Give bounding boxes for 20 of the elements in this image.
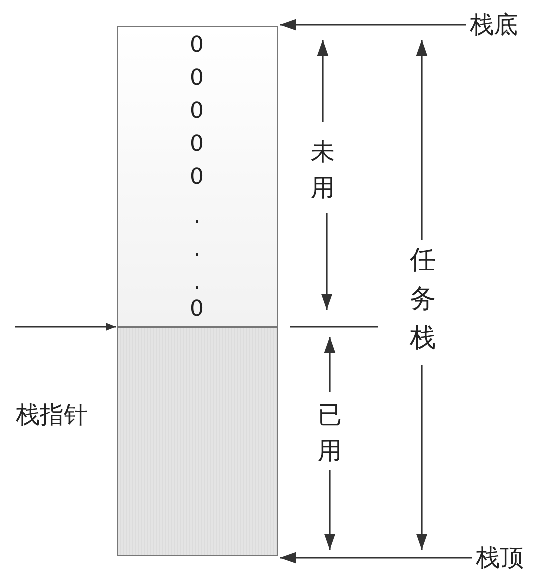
ellipsis-dot: . (194, 206, 200, 226)
zero-value: 0 (190, 299, 204, 321)
arrow (15, 323, 116, 331)
zero-value: 0 (190, 101, 204, 123)
zero-value: 0 (190, 35, 204, 57)
zero-value: 0 (190, 68, 204, 90)
stack-bottom-label: 栈底 (470, 10, 526, 40)
unused-label: 未用 (311, 137, 335, 204)
zero-value: 0 (190, 167, 204, 189)
stack-top-label: 栈顶 (476, 543, 532, 573)
unused-stack-region (117, 26, 278, 327)
arrow (280, 552, 472, 564)
ellipsis-dot: . (194, 239, 200, 259)
used-label: 已用 (318, 400, 342, 467)
arrow (280, 19, 466, 31)
zero-value: 0 (190, 134, 204, 156)
ellipsis-dot: . (194, 272, 200, 292)
stack-pointer-label: 栈指针 (16, 403, 88, 427)
task-stack-label: 任务栈 (410, 244, 436, 356)
used-stack-region (117, 327, 278, 556)
